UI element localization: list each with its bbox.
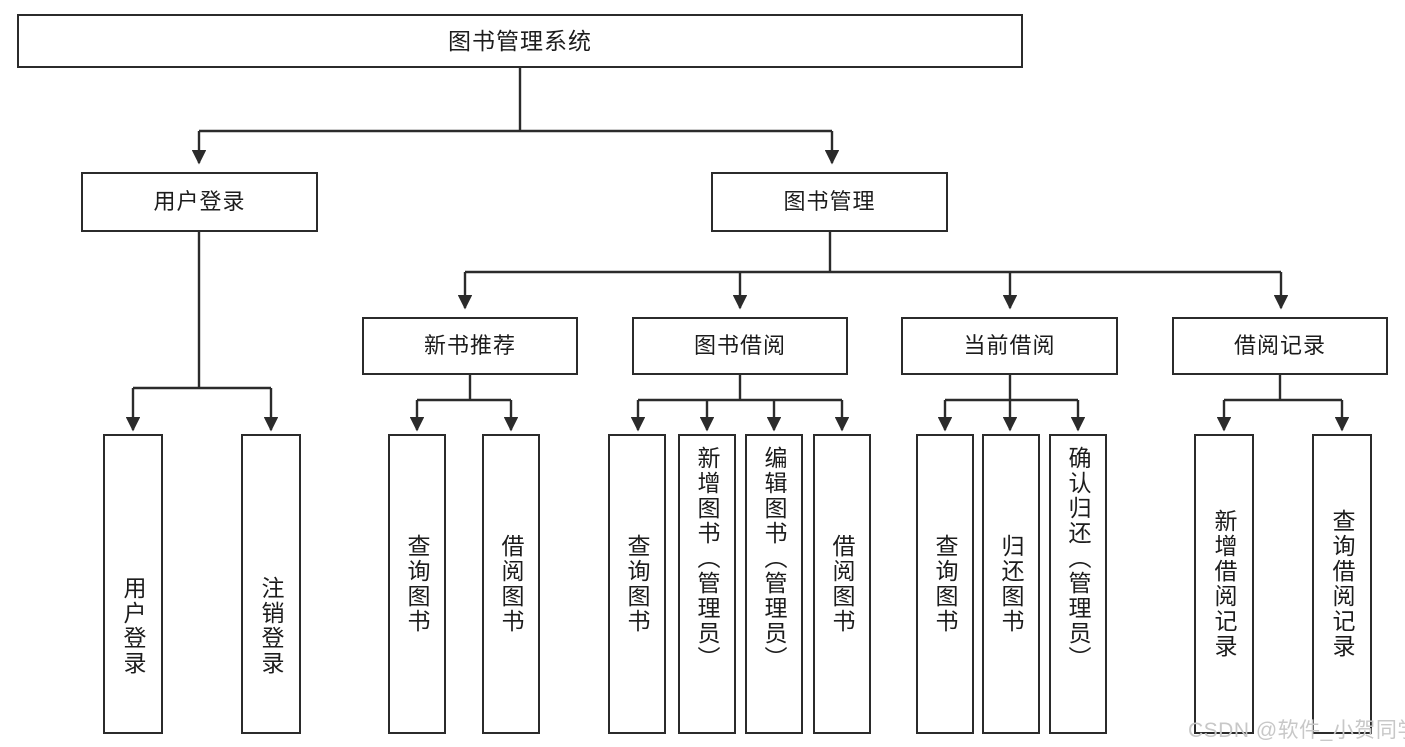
node-book-borrow[interactable]: 图书借阅 xyxy=(632,317,848,375)
leaf-label: 确认归还（管理员） xyxy=(1065,446,1092,671)
node-root-system[interactable]: 图书管理系统 xyxy=(17,14,1023,68)
leaf-add-borrow-record[interactable]: 新增借阅记录 xyxy=(1194,434,1254,734)
node-book-management[interactable]: 图书管理 xyxy=(711,172,948,232)
node-label: 借阅记录 xyxy=(1233,333,1326,359)
node-user-login[interactable]: 用户登录 xyxy=(81,172,318,232)
node-label: 图书管理系统 xyxy=(448,27,592,54)
leaf-edit-book-admin[interactable]: 编辑图书（管理员） xyxy=(745,434,803,734)
node-new-book-recommend[interactable]: 新书推荐 xyxy=(362,317,578,375)
node-label: 图书借阅 xyxy=(693,333,786,359)
leaf-label: 归还图书 xyxy=(998,534,1025,634)
node-borrow-record[interactable]: 借阅记录 xyxy=(1172,317,1388,375)
watermark-text: CSDN @软件_小贺同学 xyxy=(1188,719,1405,742)
leaf-borrow-book-recommend[interactable]: 借阅图书 xyxy=(482,434,540,734)
leaf-label: 注销登录 xyxy=(258,576,285,676)
leaf-label: 查询借阅记录 xyxy=(1329,509,1356,659)
leaf-label: 新增借阅记录 xyxy=(1211,509,1238,659)
leaf-return-book[interactable]: 归还图书 xyxy=(982,434,1040,734)
leaf-label: 编辑图书（管理员） xyxy=(761,446,788,671)
leaf-label: 借阅图书 xyxy=(498,534,525,634)
node-label: 图书管理 xyxy=(783,189,876,215)
leaf-label: 查询图书 xyxy=(624,534,651,634)
leaf-logout[interactable]: 注销登录 xyxy=(241,434,301,734)
leaf-label: 新增图书（管理员） xyxy=(694,446,721,671)
leaf-label: 用户登录 xyxy=(120,576,147,676)
leaf-query-book-recommend[interactable]: 查询图书 xyxy=(388,434,446,734)
node-label: 用户登录 xyxy=(153,189,246,215)
leaf-user-login[interactable]: 用户登录 xyxy=(103,434,163,734)
leaf-add-book-admin[interactable]: 新增图书（管理员） xyxy=(678,434,736,734)
leaf-confirm-return-admin[interactable]: 确认归还（管理员） xyxy=(1049,434,1107,734)
leaf-query-borrow-record[interactable]: 查询借阅记录 xyxy=(1312,434,1372,734)
leaf-query-book-current[interactable]: 查询图书 xyxy=(916,434,974,734)
node-label: 新书推荐 xyxy=(423,333,516,359)
leaf-borrow-book[interactable]: 借阅图书 xyxy=(813,434,871,734)
leaf-label: 查询图书 xyxy=(932,534,959,634)
node-label: 当前借阅 xyxy=(963,333,1056,359)
leaf-label: 借阅图书 xyxy=(829,534,856,634)
node-current-borrow[interactable]: 当前借阅 xyxy=(901,317,1118,375)
leaf-query-book-borrow[interactable]: 查询图书 xyxy=(608,434,666,734)
leaf-label: 查询图书 xyxy=(404,534,431,634)
